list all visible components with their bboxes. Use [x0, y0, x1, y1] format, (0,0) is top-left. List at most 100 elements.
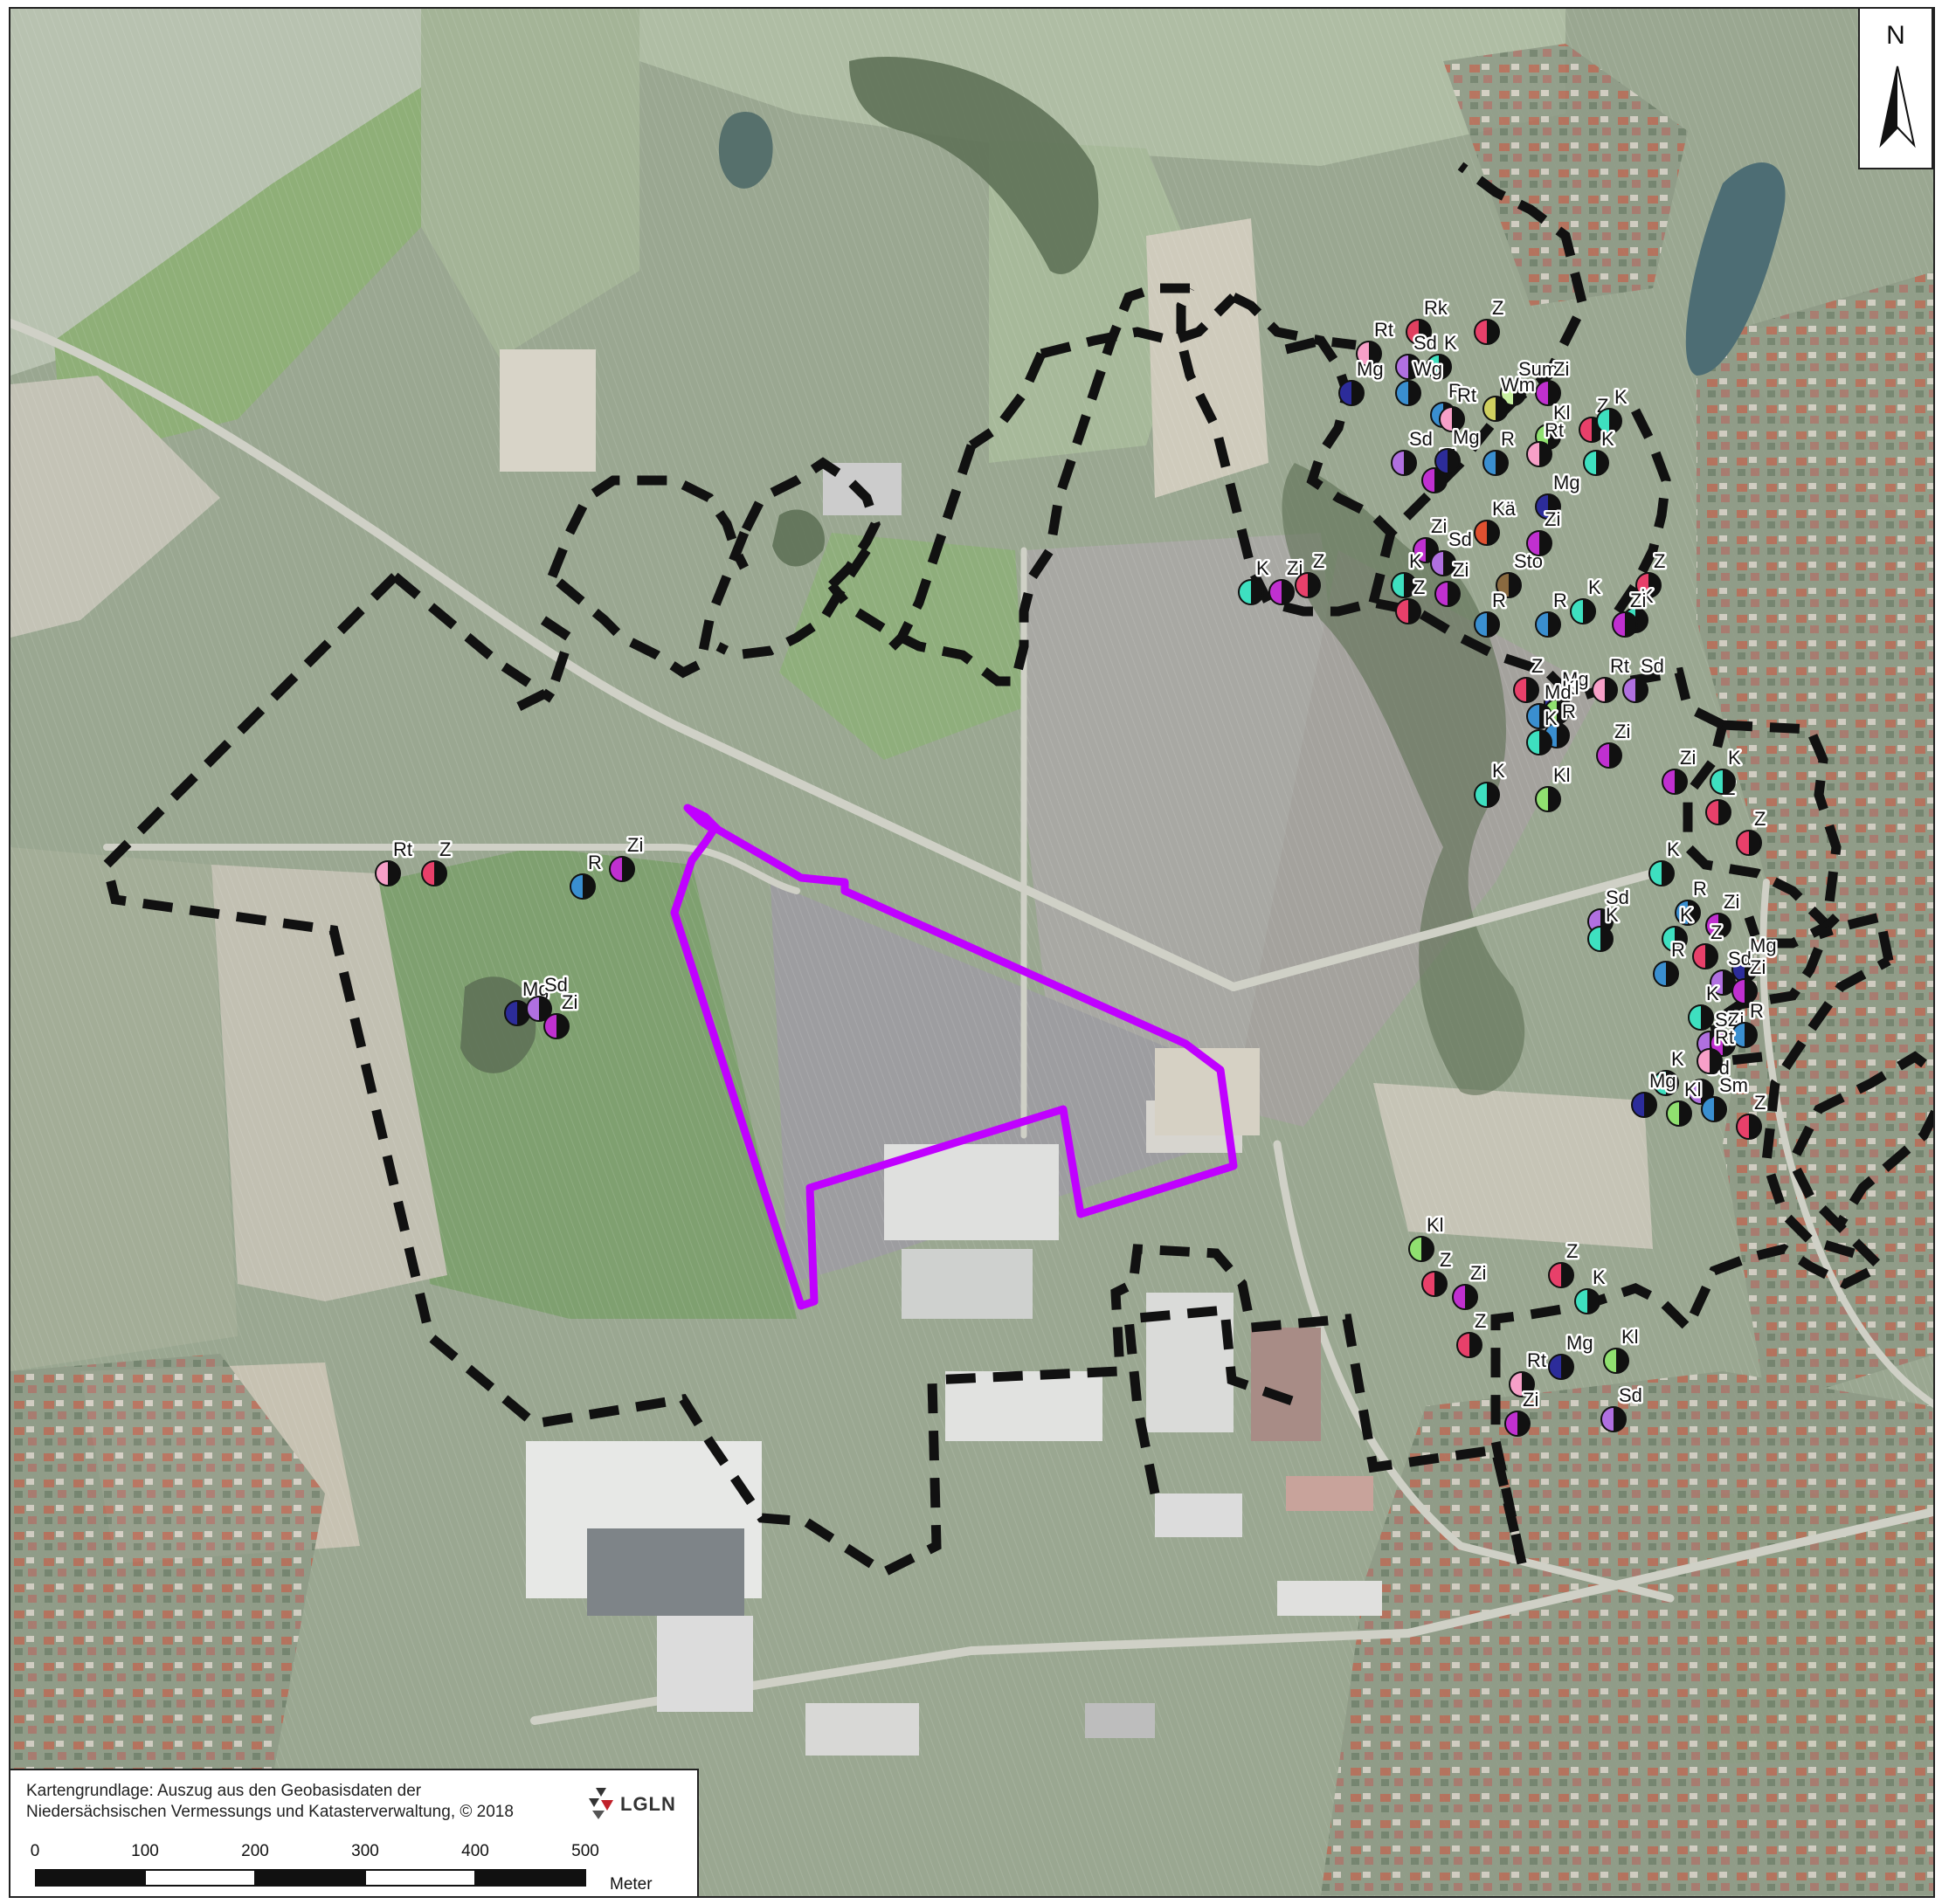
observation-marker[interactable]: Z: [421, 837, 453, 886]
observation-marker[interactable]: R: [1675, 876, 1709, 926]
observation-marker[interactable]: Z: [1736, 1090, 1768, 1140]
observation-marker[interactable]: Sd: [1710, 946, 1753, 996]
observation-marker[interactable]: Zi: [1452, 1260, 1489, 1310]
observation-marker[interactable]: Sd: [526, 972, 570, 1022]
observation-marker[interactable]: Kl: [1535, 762, 1572, 812]
marker-label: Mg: [1357, 358, 1384, 380]
observation-marker[interactable]: K: [1391, 548, 1425, 598]
observation-marker[interactable]: R: [570, 850, 604, 900]
observation-marker[interactable]: Wg: [1395, 356, 1445, 406]
observation-marker[interactable]: R: [1544, 699, 1578, 748]
marker-half: [1745, 957, 1757, 982]
marker-ring: [1421, 1271, 1448, 1297]
observation-marker[interactable]: Sum: [1500, 356, 1560, 406]
marker-half: [1487, 612, 1499, 637]
observation-marker[interactable]: K: [1710, 745, 1744, 795]
marker-ring: [1736, 830, 1762, 856]
observation-marker[interactable]: K: [1648, 837, 1683, 886]
observation-marker[interactable]: Zi: [1434, 557, 1471, 607]
observation-marker[interactable]: Mg: [1338, 356, 1386, 406]
observation-marker[interactable]: Zi: [1705, 889, 1742, 939]
observation-marker[interactable]: K: [1238, 555, 1272, 605]
observation-marker[interactable]: Z: [1395, 575, 1427, 624]
observation-marker[interactable]: Rt: [1509, 1348, 1549, 1397]
marker-ring: [1509, 1371, 1535, 1397]
observation-marker[interactable]: Z: [1295, 548, 1327, 598]
observation-marker[interactable]: R: [1482, 426, 1517, 476]
observation-marker[interactable]: Sd: [1622, 653, 1666, 703]
observation-marker[interactable]: Zi: [1535, 356, 1572, 406]
observation-marker[interactable]: Zi: [543, 990, 580, 1039]
observation-marker[interactable]: Zi: [1268, 555, 1305, 605]
observation-marker[interactable]: Z: [1421, 1247, 1454, 1297]
observation-marker[interactable]: Zi: [1596, 719, 1633, 769]
observation-marker[interactable]: Kl: [1666, 1077, 1704, 1127]
observation-marker[interactable]: Mg: [1548, 1330, 1595, 1380]
observation-marker[interactable]: Mg: [1731, 933, 1779, 983]
observation-marker[interactable]: Sm: [1701, 1073, 1751, 1122]
marker-half: [1496, 573, 1509, 597]
observation-marker[interactable]: Rk: [1406, 295, 1450, 345]
observation-marker[interactable]: Z: [1692, 920, 1724, 969]
marker-half: [1588, 927, 1600, 951]
observation-marker[interactable]: K: [1653, 1046, 1687, 1096]
observation-marker[interactable]: Md: [1526, 680, 1573, 729]
observation-marker[interactable]: Mg: [1535, 470, 1582, 520]
observation-marker[interactable]: Mg: [1631, 1068, 1678, 1118]
observation-marker[interactable]: K: [1570, 575, 1604, 624]
marker-half: [1357, 341, 1369, 366]
observation-marker[interactable]: Sd: [1600, 1383, 1644, 1432]
marker-label: K: [1606, 904, 1619, 926]
observation-marker[interactable]: Rt: [1356, 317, 1396, 367]
observation-marker[interactable]: R: [1653, 937, 1687, 987]
observation-marker[interactable]: Kl: [1603, 1324, 1641, 1374]
observation-marker[interactable]: K: [1426, 330, 1460, 380]
observation-marker[interactable]: K: [1583, 426, 1617, 476]
observation-marker[interactable]: K: [1526, 706, 1560, 755]
observation-marker[interactable]: Z: [1635, 548, 1668, 598]
observation-marker[interactable]: Z: [1548, 1238, 1580, 1288]
observation-marker[interactable]: R: [1731, 998, 1766, 1048]
observation-marker[interactable]: Z: [1474, 295, 1506, 345]
observation-marker[interactable]: Zi: [1413, 514, 1449, 563]
observation-marker[interactable]: Kl: [1544, 675, 1581, 725]
marker-half: [1745, 979, 1757, 1004]
observation-marker[interactable]: Rt: [1526, 417, 1566, 467]
observation-marker[interactable]: Z: [1456, 1308, 1489, 1358]
observation-marker[interactable]: Kä: [1474, 496, 1518, 546]
observation-marker[interactable]: K: [1688, 981, 1722, 1031]
observation-marker[interactable]: Z: [1736, 806, 1768, 856]
observation-marker[interactable]: R: [1474, 588, 1508, 638]
observation-marker[interactable]: Mg: [1544, 666, 1591, 716]
observation-marker[interactable]: Mg: [1434, 424, 1482, 474]
observation-marker[interactable]: Wm: [1482, 372, 1538, 422]
observation-marker[interactable]: Sd: [1395, 330, 1439, 380]
marker-ring: [1548, 1354, 1574, 1380]
observation-marker[interactable]: K: [1596, 384, 1630, 434]
observation-marker[interactable]: K: [1587, 902, 1621, 952]
observation-marker[interactable]: Zi: [1504, 1387, 1541, 1437]
observation-marker[interactable]: Sd: [1430, 527, 1474, 576]
marker-label: K: [1667, 838, 1680, 860]
marker-half: [1666, 1071, 1678, 1095]
observation-marker[interactable]: Rt: [375, 837, 415, 886]
observation-marker[interactable]: Zi: [1612, 588, 1648, 638]
observation-marker[interactable]: Rt: [1697, 1024, 1737, 1074]
observation-marker[interactable]: Kl: [1408, 1212, 1446, 1262]
observation-marker[interactable]: Z: [1513, 653, 1545, 703]
map-canvas[interactable]: RtRkZSdKMgWgSumZiRRtWmKlZKZiMgRtRKSdKäZi…: [10, 9, 1935, 1898]
observation-marker[interactable]: Sd: [1587, 885, 1631, 935]
observation-marker[interactable]: Sd: [1391, 426, 1434, 476]
observation-marker[interactable]: Sto: [1496, 548, 1545, 598]
observation-marker[interactable]: K: [1662, 902, 1696, 952]
observation-marker[interactable]: K: [1574, 1265, 1608, 1314]
observation-marker[interactable]: Zi: [1662, 745, 1698, 795]
observation-marker[interactable]: Zi: [1526, 507, 1563, 556]
observation-marker[interactable]: Zi: [609, 832, 646, 882]
observation-marker[interactable]: Zi: [1731, 955, 1768, 1004]
observation-marker[interactable]: Rt: [1439, 383, 1479, 432]
observation-marker[interactable]: K: [1474, 758, 1508, 808]
observation-marker[interactable]: R: [1535, 588, 1569, 638]
observation-marker[interactable]: Rt: [1592, 653, 1632, 703]
marker-half: [1737, 1114, 1749, 1139]
